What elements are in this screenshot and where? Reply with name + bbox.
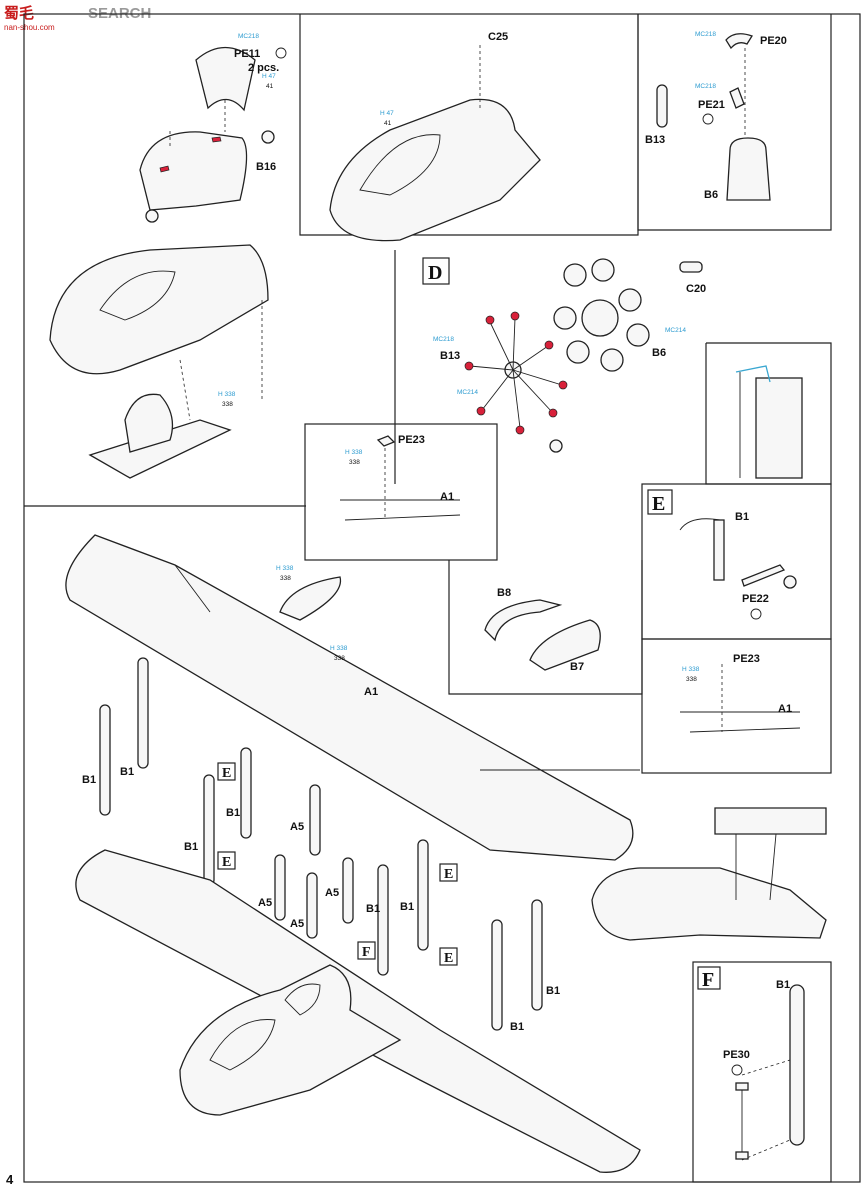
fuselage-front-assembly bbox=[49, 244, 269, 479]
label-pe11: PE11 bbox=[234, 48, 260, 60]
engine-parts-upper-right bbox=[656, 33, 771, 201]
label-b13-a: B13 bbox=[645, 134, 665, 146]
detail-d-box bbox=[422, 257, 450, 285]
label-b6-b: B6 bbox=[652, 347, 666, 359]
label-b7: B7 bbox=[570, 661, 584, 673]
label-b6-a: B6 bbox=[704, 189, 718, 201]
paint-mc214-a: MC214 bbox=[665, 327, 686, 334]
paint-h338-e: H 338 bbox=[330, 645, 348, 652]
flip-icon bbox=[702, 113, 714, 125]
label-b1-6: B1 bbox=[400, 901, 414, 913]
label-b1-4: B1 bbox=[226, 807, 240, 819]
label-pe20: PE20 bbox=[760, 35, 787, 47]
pe23-inset-diagram bbox=[340, 435, 461, 521]
label-b1-3: B1 bbox=[184, 841, 198, 853]
watermark-logo: 蜀毛 SEARCH nan-shou.com bbox=[4, 4, 151, 32]
label-a5-2: A5 bbox=[258, 897, 272, 909]
label-pe30: PE30 bbox=[723, 1049, 750, 1061]
detail-letter-f: F bbox=[702, 969, 714, 991]
watermark-site: nan-shou.com bbox=[4, 23, 55, 32]
exhaust-inset bbox=[735, 365, 803, 479]
paint-41-b: 41 bbox=[384, 120, 392, 127]
paint-h338-a: H 338 bbox=[218, 391, 236, 398]
label-a1-b: A1 bbox=[364, 686, 378, 698]
cabane-inset bbox=[591, 807, 827, 941]
detail-letter-d: D bbox=[428, 262, 442, 284]
label-pe21: PE21 bbox=[698, 99, 725, 111]
label-a5-3: A5 bbox=[290, 918, 304, 930]
ref-e-3: E bbox=[444, 867, 453, 882]
label-b1-1: B1 bbox=[82, 774, 96, 786]
paint-mc214-b: MC214 bbox=[457, 389, 478, 396]
lower-wing-fuselage bbox=[75, 849, 641, 1173]
paint-338-c: 338 bbox=[686, 676, 697, 683]
detail-letter-e: E bbox=[652, 493, 665, 515]
paint-338-d: 338 bbox=[280, 575, 291, 582]
panel-frames bbox=[23, 13, 861, 1183]
ref-e-1: E bbox=[222, 766, 231, 781]
page-number: 4 bbox=[6, 1172, 14, 1187]
label-c25: C25 bbox=[488, 31, 508, 43]
paint-338-b: 338 bbox=[349, 459, 360, 466]
radial-engine bbox=[464, 258, 703, 453]
label-pe22: PE22 bbox=[742, 593, 769, 605]
ref-e-2: E bbox=[222, 855, 231, 870]
pe23-inset-diagram-2 bbox=[680, 664, 801, 733]
ref-f-1: F bbox=[362, 945, 371, 960]
label-b1-8: B1 bbox=[510, 1021, 524, 1033]
ref-e-4: E bbox=[444, 951, 453, 966]
paint-h47-b: H 47 bbox=[380, 110, 394, 117]
interplane-struts bbox=[99, 657, 543, 1031]
label-a5-4: A5 bbox=[325, 887, 339, 899]
detail-f-diagram bbox=[735, 984, 805, 1161]
paint-338-e: 338 bbox=[334, 655, 345, 662]
label-pe23-b: PE23 bbox=[733, 653, 760, 665]
label-pe11-qty: 2 pcs. bbox=[248, 62, 279, 74]
watermark-cn: 蜀毛 bbox=[4, 4, 34, 22]
paint-h47-a: H 47 bbox=[262, 73, 276, 80]
detail-e-diagram bbox=[679, 518, 797, 589]
label-b1-5: B1 bbox=[366, 903, 380, 915]
struts-b8-b7 bbox=[484, 599, 601, 671]
detail-e-box bbox=[647, 489, 673, 515]
flip-icon bbox=[731, 1064, 743, 1076]
paint-338-a: 338 bbox=[222, 401, 233, 408]
upper-wing bbox=[65, 534, 640, 861]
flip-icon bbox=[750, 608, 762, 620]
label-pe23-a: PE23 bbox=[398, 434, 425, 446]
paint-mc218-b: MC218 bbox=[695, 31, 716, 38]
label-c20: C20 bbox=[686, 283, 706, 295]
paint-mc218-d: MC218 bbox=[433, 336, 454, 343]
detail-f-box bbox=[697, 966, 721, 990]
fuselage-c25 bbox=[329, 45, 541, 242]
label-b1-f: B1 bbox=[776, 979, 790, 991]
label-b1-7: B1 bbox=[546, 985, 560, 997]
paint-h338-c: H 338 bbox=[682, 666, 700, 673]
label-a5-1: A5 bbox=[290, 821, 304, 833]
label-b1-e: B1 bbox=[735, 511, 749, 523]
paint-mc218-c: MC218 bbox=[695, 83, 716, 90]
label-a1-a: A1 bbox=[440, 491, 454, 503]
label-b16: B16 bbox=[256, 161, 276, 173]
label-b8: B8 bbox=[497, 587, 511, 599]
paint-h338-d: H 338 bbox=[276, 565, 294, 572]
paint-h338-b: H 338 bbox=[345, 449, 363, 456]
ref-boxes bbox=[217, 762, 458, 966]
label-b1-2: B1 bbox=[120, 766, 134, 778]
label-b13-b: B13 bbox=[440, 350, 460, 362]
flip-icon bbox=[275, 47, 287, 59]
paint-41-a: 41 bbox=[266, 83, 274, 90]
label-a1-c: A1 bbox=[778, 703, 792, 715]
cowling-assembly bbox=[139, 47, 275, 223]
paint-mc218-a: MC218 bbox=[238, 33, 259, 40]
fuel-tank bbox=[279, 576, 342, 621]
